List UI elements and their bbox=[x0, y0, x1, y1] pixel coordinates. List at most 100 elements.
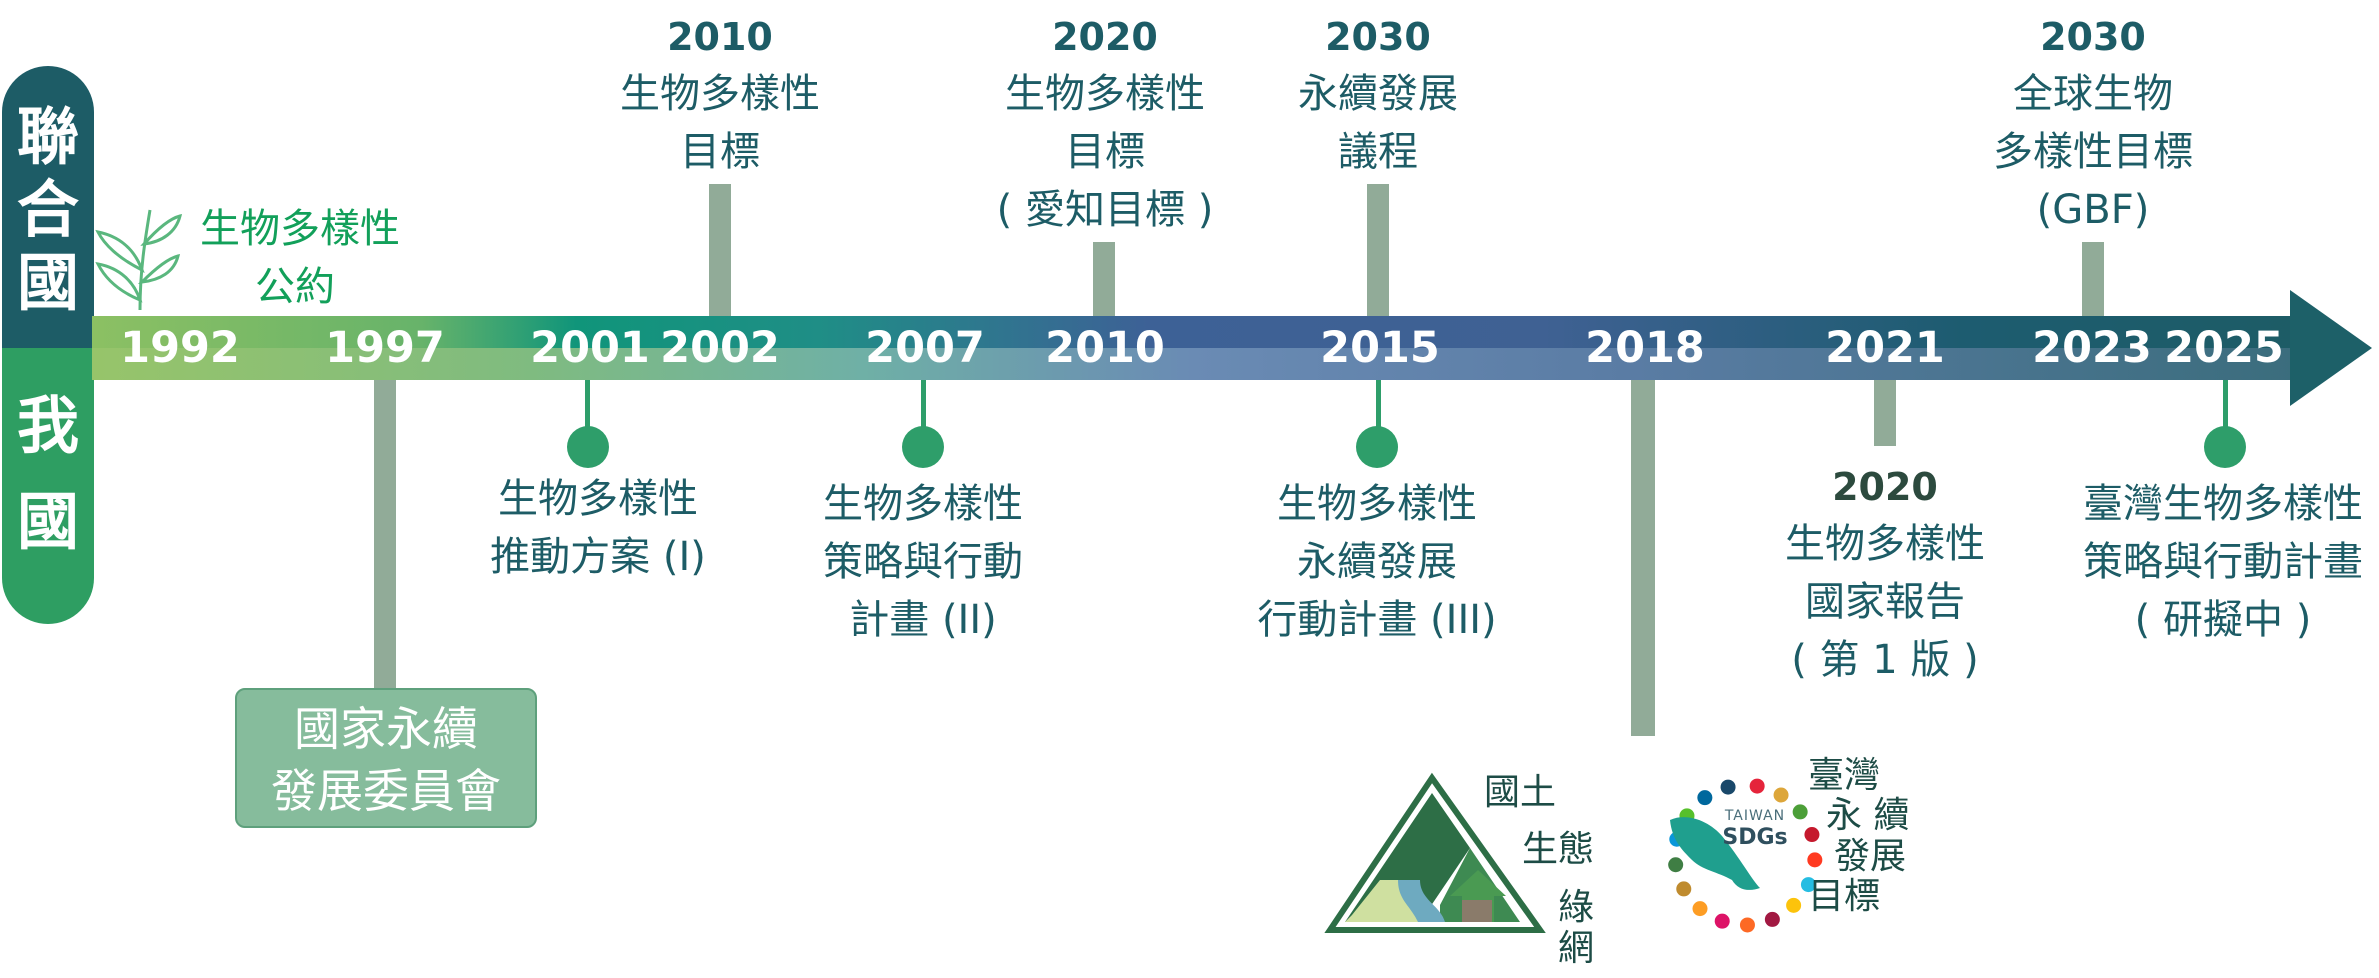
event-line: 目標 bbox=[680, 129, 760, 176]
dot-2001 bbox=[567, 426, 609, 468]
year-label: 2025 bbox=[2164, 323, 2284, 373]
sdgs-logo-text: 臺灣 永 續 發展 目標 bbox=[1808, 755, 1928, 917]
top-event-2030-agenda: 2030 永續發展 議程 bbox=[1228, 10, 1528, 181]
connector-2018 bbox=[1631, 380, 1655, 736]
event-line: 目標 bbox=[1065, 129, 1145, 176]
tw-char: 國 bbox=[16, 485, 79, 559]
connector-2007 bbox=[921, 380, 926, 428]
event-year: 2030 bbox=[1325, 15, 1431, 59]
dot-2025 bbox=[2204, 426, 2246, 468]
event-line: ( 研擬中 ) bbox=[2134, 597, 2312, 643]
logo-line: 綠網 bbox=[1558, 886, 1595, 970]
cbd-label: 生物多樣性 公約 bbox=[180, 200, 420, 316]
year-label: 1997 bbox=[325, 323, 445, 373]
event-line: 議程 bbox=[1338, 129, 1418, 176]
year-label: 2021 bbox=[1825, 323, 1945, 373]
cbd-line: 生物多樣性 bbox=[200, 206, 400, 252]
connector-2021 bbox=[1874, 380, 1896, 446]
connector-2025 bbox=[2223, 380, 2228, 428]
timeline-bar-top bbox=[92, 316, 2292, 348]
sdgs-badge-line: TAIWAN bbox=[1724, 808, 1786, 824]
event-line: 永續發展 bbox=[1298, 71, 1458, 118]
top-event-2020: 2020 生物多樣性 目標 ( 愛知目標 ) bbox=[955, 10, 1255, 239]
event-line: 國家報告 bbox=[1805, 579, 1965, 626]
event-line: 生物多樣性 bbox=[823, 481, 1023, 527]
top-event-2010: 2010 生物多樣性 目標 bbox=[570, 10, 870, 181]
sdg-dot bbox=[1807, 852, 1823, 868]
sdg-dot bbox=[1676, 881, 1692, 897]
event-line: 生物多樣性 bbox=[1277, 481, 1477, 527]
sdg-dot bbox=[1668, 857, 1684, 873]
event-line: 多樣性目標 bbox=[1993, 129, 2193, 176]
sdg-dot bbox=[1804, 827, 1820, 843]
un-char: 國 bbox=[16, 246, 79, 320]
tw-label: 我 國 bbox=[3, 378, 93, 570]
year-label: 2002 bbox=[660, 323, 780, 373]
event-line: 生物多樣性 bbox=[498, 476, 698, 522]
connector-2010 bbox=[1093, 242, 1115, 316]
sdg-dot bbox=[1739, 917, 1755, 933]
sdg-dot bbox=[1800, 877, 1816, 893]
bottom-event-2025: 臺灣生物多樣性 策略與行動計畫 ( 研擬中 ) bbox=[2068, 475, 2378, 649]
dot-2007 bbox=[902, 426, 944, 468]
event-line: 永續發展 bbox=[1297, 539, 1457, 585]
event-line: 行動計畫 (III) bbox=[1257, 597, 1497, 643]
event-line: 策略與行動 bbox=[823, 539, 1023, 585]
un-char: 聯 bbox=[16, 100, 79, 173]
sdg-dot bbox=[1697, 790, 1713, 806]
event-line: 計畫 (II) bbox=[849, 597, 997, 643]
sdg-dot bbox=[1749, 778, 1765, 794]
bottom-event-2001: 生物多樣性 推動方案 (I) bbox=[448, 470, 748, 586]
year-label: 2010 bbox=[1045, 323, 1165, 373]
tw-char: 我 bbox=[16, 389, 79, 462]
year-label: 2018 bbox=[1585, 323, 1705, 373]
sdg-dot bbox=[1692, 901, 1708, 917]
tw-pill bbox=[2, 348, 94, 624]
eco-network-logo-icon bbox=[1324, 772, 1546, 933]
logo-line: 發展 bbox=[1834, 835, 1907, 877]
sdgs-badge: TAIWAN SDGs bbox=[1710, 808, 1800, 851]
dot-2015 bbox=[1356, 426, 1398, 468]
un-pill bbox=[2, 66, 94, 348]
timeline-arrow-head bbox=[2290, 290, 2372, 406]
connector-2015b bbox=[1376, 380, 1381, 428]
sdg-dot bbox=[1764, 911, 1780, 927]
event-line: 生物多樣性 bbox=[620, 71, 820, 118]
council-line: 發展委員會 bbox=[271, 764, 501, 819]
logo-line: 國土 bbox=[1484, 772, 1557, 813]
event-year: 2030 bbox=[2040, 15, 2146, 59]
sdgs-badge-line: SDGs bbox=[1722, 824, 1788, 850]
bottom-event-2007: 生物多樣性 策略與行動 計畫 (II) bbox=[773, 475, 1073, 649]
sdg-dot bbox=[1720, 779, 1736, 795]
council-box: 國家永續 發展委員會 bbox=[235, 688, 537, 828]
cbd-line: 公約 bbox=[255, 264, 335, 310]
sdg-dot bbox=[1773, 787, 1789, 803]
year-label: 2007 bbox=[865, 323, 985, 373]
event-line: ( 第 1 版 ) bbox=[1791, 637, 1979, 684]
timeline-bar-bottom bbox=[92, 348, 2292, 380]
connector-2023 bbox=[2082, 242, 2104, 316]
sprout-icon bbox=[95, 209, 183, 311]
event-line: 臺灣生物多樣性 bbox=[2083, 481, 2363, 527]
event-line: 推動方案 (I) bbox=[490, 534, 706, 580]
event-line: 生物多樣性 bbox=[1005, 71, 1205, 118]
un-char: 合 bbox=[16, 173, 79, 247]
connector-2015 bbox=[1367, 184, 1389, 316]
sdg-dot bbox=[1792, 804, 1808, 820]
event-line: 生物多樣性 bbox=[1785, 521, 1985, 568]
event-year: 2020 bbox=[1052, 15, 1158, 59]
council-line: 國家永續 bbox=[294, 702, 478, 756]
un-label: 聯 合 國 bbox=[3, 100, 93, 319]
event-line: 策略與行動計畫 bbox=[2083, 539, 2363, 585]
bottom-event-2021: 2020 生物多樣性 國家報告 ( 第 1 版 ) bbox=[1735, 460, 2035, 689]
year-label: 2001 bbox=[530, 323, 650, 373]
logo-line: 永 續 bbox=[1826, 795, 1910, 837]
sdg-dot bbox=[1714, 913, 1730, 929]
connector-2001 bbox=[585, 380, 590, 428]
event-year: 2020 bbox=[1832, 465, 1938, 509]
event-line: (GBF) bbox=[2036, 187, 2150, 234]
year-label: 2023 bbox=[2032, 323, 2152, 373]
taiwan-island-icon bbox=[1670, 817, 1760, 890]
top-event-2030-gbf: 2030 全球生物 多樣性目標 (GBF) bbox=[1943, 10, 2243, 239]
